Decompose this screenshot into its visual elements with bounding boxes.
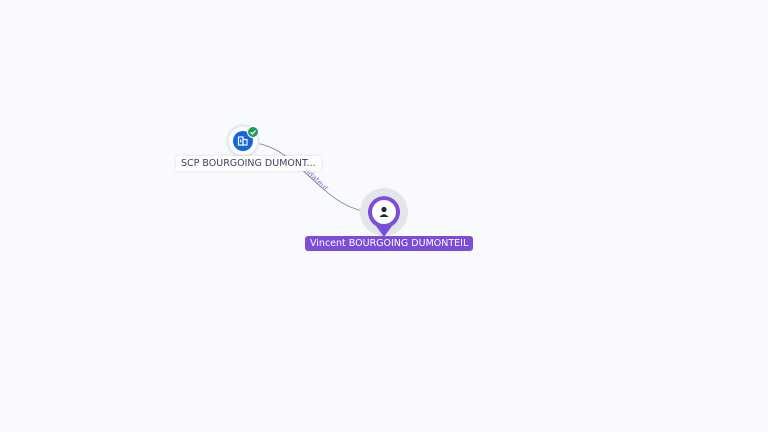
relationship-edge[interactable]: Fondateur (255, 142, 369, 213)
person-icon (379, 206, 389, 217)
person-node[interactable] (360, 188, 408, 237)
building-icon (237, 136, 248, 146)
verified-check-icon (247, 126, 259, 138)
company-node-label[interactable]: SCP BOURGOING DUMONT... (176, 156, 321, 171)
company-node[interactable] (226, 124, 260, 158)
person-node-label[interactable]: Vincent BOURGOING DUMONTEIL (305, 236, 474, 251)
